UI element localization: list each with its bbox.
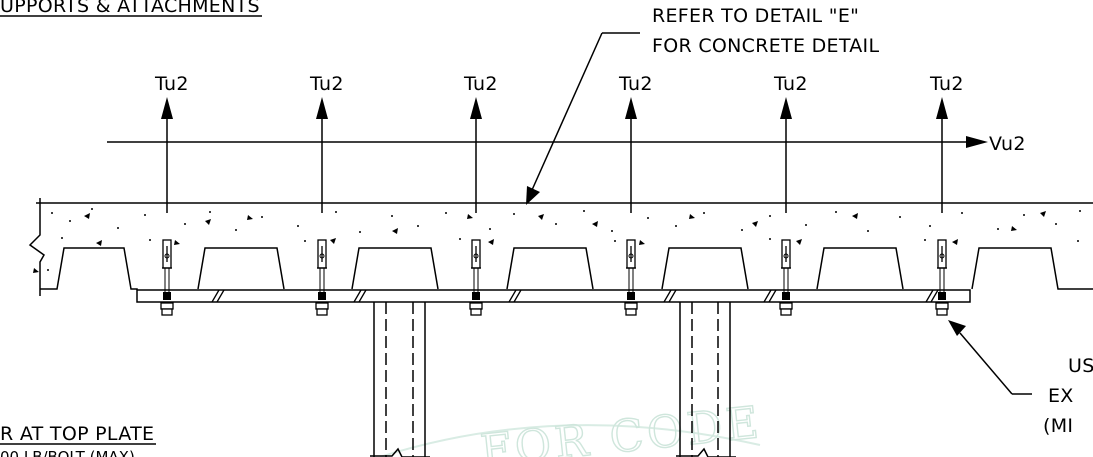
anchor-bolt <box>779 239 793 316</box>
anchor-bolt <box>624 239 638 316</box>
shear-load-label: Vu2 <box>989 133 1026 155</box>
tension-label: Tu2 <box>463 73 498 95</box>
leader-line-concrete <box>526 32 640 205</box>
note-refer-line2: FOR CONCRETE DETAIL <box>652 35 879 57</box>
watermark-text: FOR CODE <box>478 397 765 457</box>
note-anchor-line3: (MI <box>1043 415 1073 437</box>
anchor-bolt <box>315 239 329 316</box>
shear-heading: R AT TOP PLATE <box>0 423 154 445</box>
tension-arrow: Tu2 <box>773 73 808 213</box>
tension-label: Tu2 <box>618 73 653 95</box>
note-refer-line1: REFER TO DETAIL "E" <box>652 5 859 27</box>
tension-arrow: Tu2 <box>618 73 653 213</box>
tension-arrow: Tu2 <box>154 73 189 213</box>
tension-label: Tu2 <box>773 73 808 95</box>
tension-arrow: Tu2 <box>309 73 344 213</box>
anchor-bolt <box>935 239 949 316</box>
top-plate <box>136 289 971 303</box>
tension-arrow: Tu2 <box>463 73 498 213</box>
note-anchor-line2: EX <box>1048 385 1074 407</box>
anchor-bolt <box>160 239 174 316</box>
note-anchor-line1: USI <box>1068 355 1093 377</box>
leader-line-anchor <box>948 320 1032 395</box>
shear-subheading: 00 LB/BOLT (MAX) <box>0 448 135 457</box>
anchor-bolt <box>469 239 483 316</box>
concrete-slab <box>28 198 1093 296</box>
watermark-arc <box>379 424 761 457</box>
shear-load-arrow <box>107 136 988 148</box>
column-left <box>370 302 430 457</box>
concrete-aggregate-hatch <box>33 208 1081 273</box>
section-heading: UPPORTS & ATTACHMENTS <box>0 0 260 17</box>
tension-arrow: Tu2 <box>929 73 964 213</box>
column-right <box>676 302 736 457</box>
anchors <box>160 239 949 316</box>
tension-label: Tu2 <box>309 73 344 95</box>
tension-label: Tu2 <box>154 73 189 95</box>
tension-loads: Tu2 Tu2 Tu2 Tu2 Tu2 Tu2 <box>154 73 964 213</box>
tension-label: Tu2 <box>929 73 964 95</box>
